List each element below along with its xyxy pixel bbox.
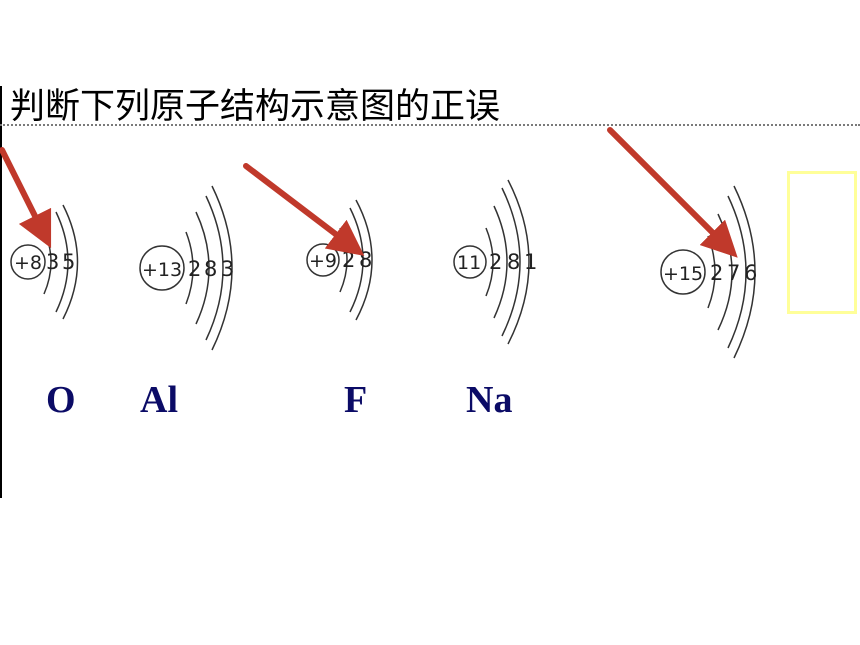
arrow-pointer [0,147,52,249]
nucleus-charge: +13 [142,259,182,281]
shell-electron-count: 2 [188,257,201,281]
atom-diagram-phosphorus: +15 2 7 6 [660,185,757,359]
shell-arc [211,185,233,351]
shell-electron-count: 3 [46,250,59,274]
atom-diagram-aluminum: +13 2 8 3 [139,185,234,351]
element-label-f: F [344,379,368,421]
shell-arc [355,199,373,321]
shell-arc [185,231,194,305]
shell-arc [62,204,79,320]
element-label-o: O [46,379,76,421]
shell-electron-count: 3 [221,257,234,281]
nucleus-charge: 11 [457,252,481,274]
shell-arc [501,187,521,337]
shell-arc [493,205,508,319]
left-border-line [0,86,2,498]
shell-electron-count: 2 [342,248,355,272]
nucleus-charge: +9 [309,250,337,272]
nucleus-circle [139,245,185,291]
nucleus-circle [306,243,340,277]
slide-title: 判断下列原子结构示意图的正误 [10,87,501,127]
atom-diagram-sodium: 11 2 8 1 [453,179,537,345]
shell-electron-count: 8 [507,250,520,274]
nucleus-charge: +15 [663,263,703,285]
shell-arc [727,195,747,349]
nucleus-charge: +8 [14,252,42,274]
arrow-pointer [607,127,738,258]
shell-electron-count: 2 [710,261,723,285]
nucleus-circle [660,249,706,295]
element-label-na: Na [466,379,513,421]
shell-electron-count: 2 [489,250,502,274]
atom-diagram-oxygen: +8 3 5 [10,204,79,320]
shell-arc [485,227,494,297]
shell-arc [55,211,69,313]
nucleus-circle [453,245,487,279]
shell-electron-count: 7 [727,261,740,285]
shell-arc [205,195,224,341]
yellow-placeholder-box [787,171,857,314]
shell-electron-count: 8 [359,248,372,272]
arrow-pointer [243,163,365,256]
shell-electron-count: 8 [204,257,217,281]
shell-electron-count: 1 [524,250,537,274]
shell-arc [349,207,364,313]
dotted-divider [0,124,860,126]
shell-arc [733,185,756,359]
shell-arc [195,211,210,325]
element-label-al: Al [140,379,178,421]
shell-arc [507,179,530,345]
shell-electron-count: 6 [744,261,757,285]
shell-electron-count: 5 [62,250,75,274]
